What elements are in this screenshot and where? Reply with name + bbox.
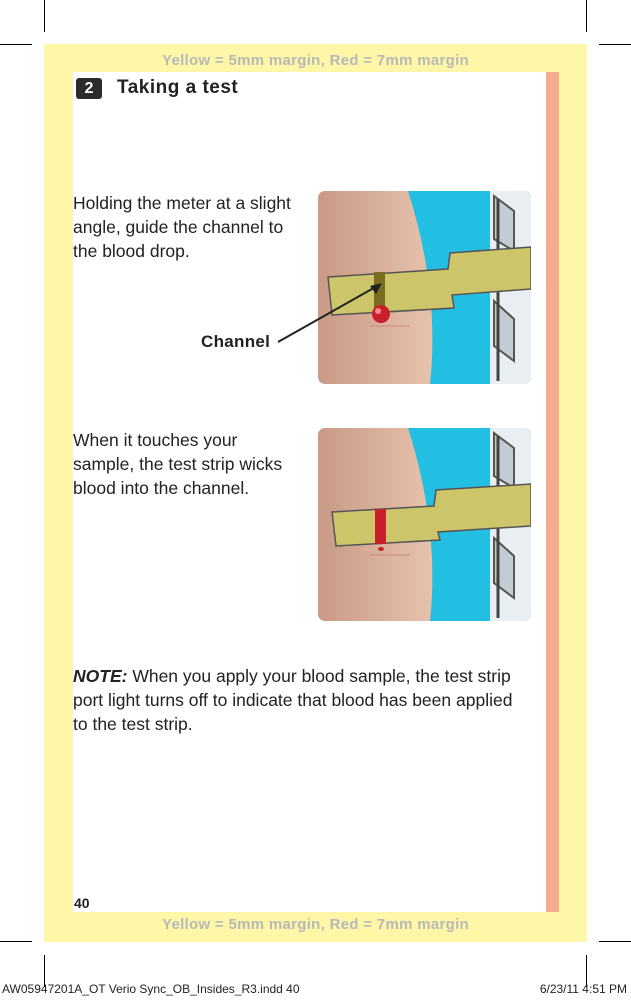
crop-mark [0,44,32,45]
crop-mark [586,955,587,987]
crop-mark [44,955,45,987]
crop-mark [599,941,631,942]
note-line: NOTE: When you apply your blood sample, … [73,664,512,688]
step2-line: When it touches your [73,430,238,450]
illustration-wicking [318,428,531,621]
crop-mark [0,941,32,942]
channel-callout-label: Channel [201,332,271,351]
step2-line: sample, the test strip wicks [73,454,283,474]
note-text: When you apply your blood sample, the te… [127,666,511,686]
finger-strip-filled-illustration [318,428,531,621]
step1-line: angle, guide the channel to [73,217,284,237]
illustration-guide-channel [318,191,531,384]
slug-filename: AW05947201A_OT Verio Sync_OB_Insides_R3.… [2,982,300,996]
crop-mark [44,0,45,32]
section-number-badge: 2 [76,78,102,99]
margin-note-bottom: Yellow = 5mm margin, Red = 7mm margin [161,916,470,933]
section-title: Taking a test [117,77,239,98]
note-block: NOTE: When you apply your blood sample, … [73,664,512,736]
note-label: NOTE: [73,666,128,686]
step1-line: the blood drop. [73,241,190,261]
crop-mark [599,44,631,45]
step1-line: Holding the meter at a slight [73,193,291,213]
margin-note-top: Yellow = 5mm margin, Red = 7mm margin [161,52,470,69]
note-line: port light turns off to indicate that bl… [73,690,513,710]
slug-datetime: 6/23/11 4:51 PM [539,982,627,996]
step2-line: blood into the channel. [73,478,250,498]
crop-mark [586,0,587,32]
step2-text: When it touches your sample, the test st… [73,428,282,500]
red-margin-strip [546,72,559,912]
finger-strip-illustration [318,191,531,384]
step1-text: Holding the meter at a slight angle, gui… [73,191,291,263]
note-line: to the test strip. [73,714,193,734]
page-number: 40 [74,895,90,911]
channel-pointer-arrow [277,283,382,343]
